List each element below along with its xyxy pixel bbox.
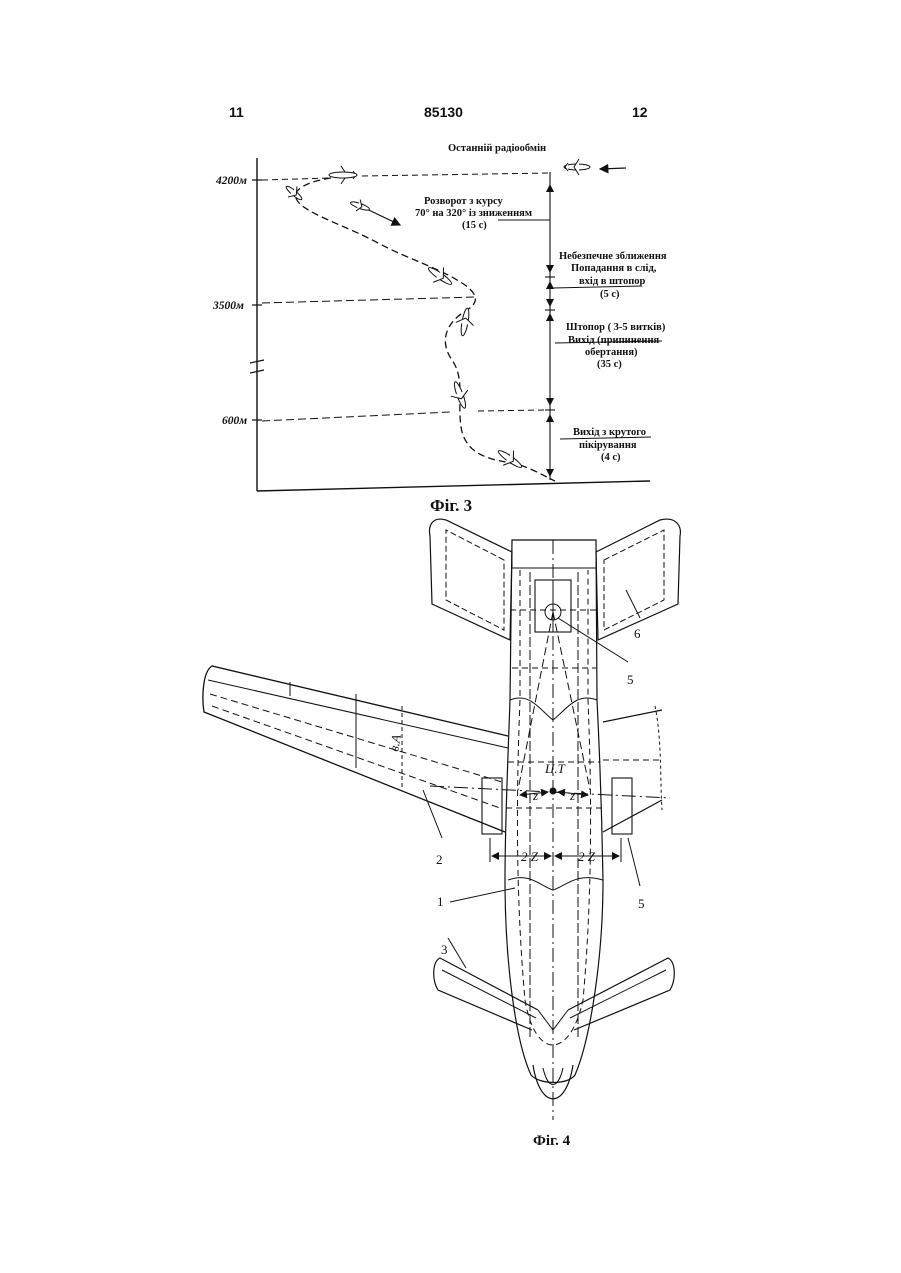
- label-approach-4: (5 с): [600, 289, 620, 300]
- callout-5-top: 5: [627, 672, 634, 687]
- aircraft-icon: [329, 166, 357, 184]
- label-last-radio: Останній радіообмін: [448, 143, 546, 154]
- aircraft-icon: [454, 307, 477, 338]
- aircraft-icon: [349, 197, 372, 215]
- dim-2z-right: 2 Z: [578, 849, 596, 864]
- altitude-label-600: 600м: [222, 415, 247, 427]
- callout-6: 6: [634, 626, 641, 641]
- cg-label: Ц.Т: [544, 761, 566, 776]
- label-turn-2: 70° на 320° із зниженням: [415, 208, 532, 219]
- label-dive-3: (4 с): [601, 452, 621, 463]
- figure-4-caption: Фіг. 4: [533, 1133, 571, 1149]
- label-approach-3: вхід в штопор: [579, 276, 646, 287]
- altitude-label-3500: 3500м: [212, 300, 244, 312]
- dim-z-left: z: [532, 788, 538, 803]
- label-spin-3: обертання): [585, 347, 638, 358]
- label-dive-2: пікірування: [579, 440, 637, 451]
- dim-2z-left: 2 Z: [521, 849, 539, 864]
- figure-4-aircraft-plan: [203, 519, 680, 1120]
- callout-3: 3: [441, 942, 448, 957]
- label-spin-1: Штопор ( 3-5 витків): [566, 322, 666, 333]
- label-approach-1: Небезпечне зближення: [559, 251, 667, 262]
- altitude-label-4200: 4200м: [215, 175, 247, 187]
- label-spin-4: (35 с): [597, 359, 622, 370]
- ground-line: [257, 481, 650, 491]
- label-approach-2: Попадання в слід,: [571, 263, 657, 274]
- label-spin-2: Вихід (припинення: [568, 335, 660, 346]
- label-turn-3: (15 с): [462, 220, 487, 231]
- callout-2: 2: [436, 852, 443, 867]
- label-dive-1: Вихід з крутого: [573, 427, 646, 438]
- aircraft-icon: [282, 181, 306, 205]
- dim-z-right: z: [569, 788, 575, 803]
- figure-3-caption: Фіг. 3: [430, 496, 472, 515]
- aircraft-icon: [564, 159, 590, 175]
- aircraft-icon: [493, 444, 526, 475]
- descent-trajectory: [296, 177, 555, 481]
- callout-5-bottom: 5: [638, 896, 645, 911]
- chord-mark: в.А: [386, 733, 404, 752]
- callout-1: 1: [437, 894, 444, 909]
- label-turn-1: Розворот з курсу: [424, 196, 504, 207]
